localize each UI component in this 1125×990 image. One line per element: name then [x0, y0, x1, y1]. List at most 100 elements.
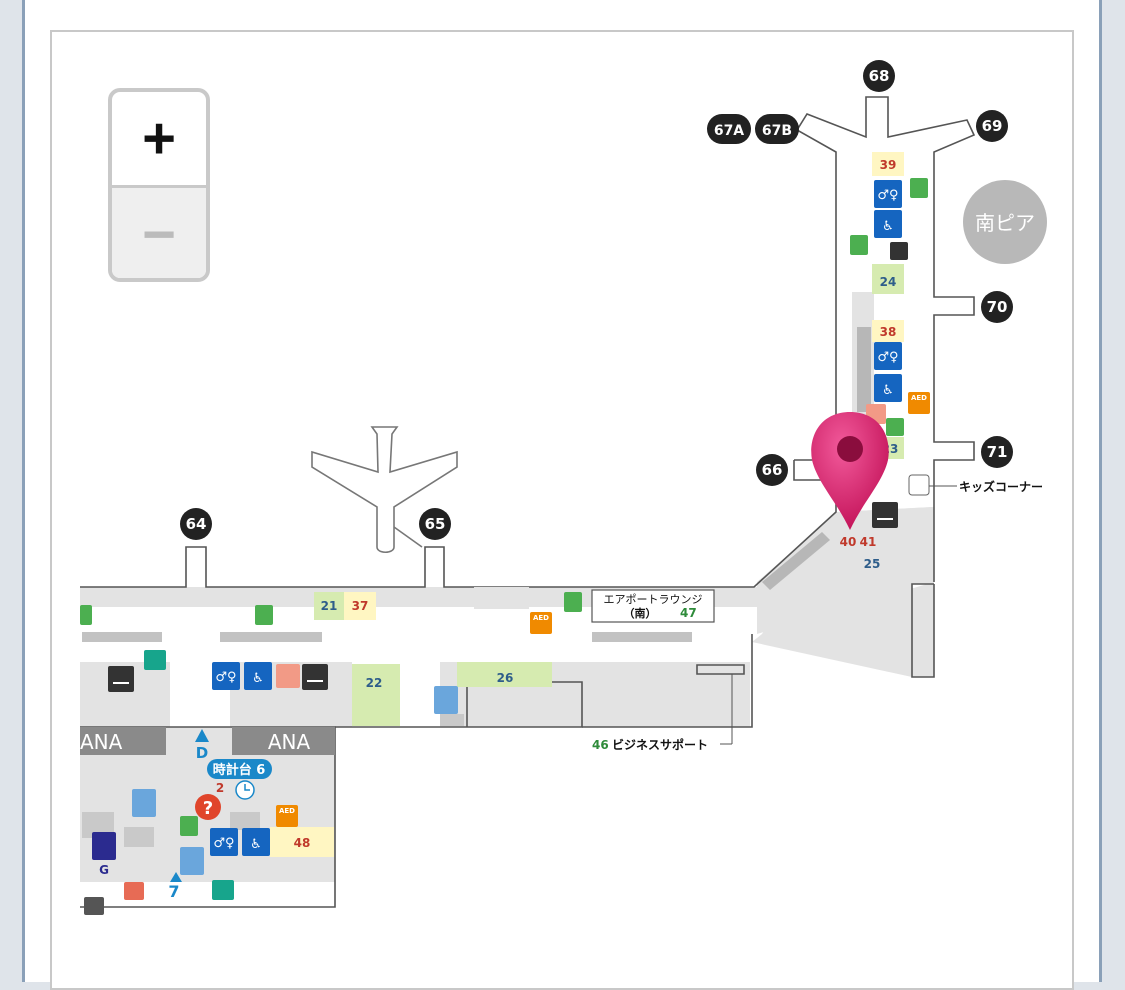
svg-text:♿: ♿: [882, 219, 894, 234]
terminal-outline: [80, 96, 976, 908]
exit-arrow-icon: [170, 872, 182, 882]
svg-text:68: 68: [869, 67, 890, 85]
svg-text:AED: AED: [911, 394, 927, 402]
lounge-box[interactable]: [591, 589, 715, 623]
wheelchair-icon: [874, 374, 902, 402]
wheelchair-icon: [242, 828, 270, 856]
svg-text:2: 2: [216, 781, 224, 795]
aed-icon: [530, 612, 552, 634]
restroom-icons: [210, 180, 902, 856]
coin-locker-icon: [92, 832, 116, 860]
svg-text:40: 40: [840, 535, 857, 549]
lounge-label-1: エアポートラウンジ: [604, 593, 703, 606]
map-svg: エアポートラウンジ （南） 47 64 65 66 67A 67B 68 69 …: [80, 60, 1047, 915]
gate-67b[interactable]: 67B: [755, 114, 799, 144]
svg-text:25: 25: [864, 557, 881, 571]
svg-text:39: 39: [880, 158, 897, 172]
svg-text:南ピア: 南ピア: [975, 211, 1035, 235]
smoking-icon: [872, 502, 898, 528]
exit-d-label: D: [196, 744, 208, 762]
gate-67a[interactable]: 67A: [707, 114, 751, 144]
gate-70[interactable]: 70: [981, 291, 1013, 323]
locker-icon: [144, 650, 166, 670]
info-icon[interactable]: [195, 794, 221, 820]
map-viewport[interactable]: エアポートラウンジ （南） 47 64 65 66 67A 67B 68 69 …: [50, 30, 1074, 990]
smoking-icon: [302, 664, 328, 690]
wheelchair-icon: [874, 210, 902, 238]
svg-text:26: 26: [497, 671, 514, 685]
svg-text:♿: ♿: [882, 383, 894, 398]
gate-68[interactable]: 68: [863, 60, 895, 92]
parking-icon: [84, 897, 104, 915]
svg-text:66: 66: [762, 461, 783, 479]
gate-69[interactable]: 69: [976, 110, 1008, 142]
locker-icon: [212, 880, 234, 900]
business-support-number: 46: [592, 738, 609, 752]
restroom-icon: [874, 342, 902, 370]
kids-corner-icon: [908, 474, 930, 496]
map-pin-icon[interactable]: [811, 412, 889, 530]
svg-text:♂♀: ♂♀: [215, 670, 236, 685]
smoking-icons: [108, 242, 908, 692]
aed-icon: [276, 805, 298, 827]
restroom-icon: [212, 662, 240, 690]
gate-64[interactable]: 64: [180, 508, 212, 540]
gate-badges[interactable]: 64 65 66 67A 67B 68 69 70 71: [180, 60, 1013, 540]
restroom-icon: [210, 828, 238, 856]
svg-text:37: 37: [352, 599, 369, 613]
phone-icons: [80, 178, 928, 836]
phone-icon: [180, 816, 198, 836]
gate-65[interactable]: 65: [419, 508, 451, 540]
svg-text:7: 7: [168, 882, 179, 901]
south-pier-badge: 南ピア: [963, 180, 1047, 264]
restroom-icon: [874, 180, 902, 208]
phone-icon: [564, 592, 582, 612]
clock-tower-badge[interactable]: [207, 759, 272, 779]
ana-block-left: [80, 727, 166, 755]
gate-66[interactable]: 66: [756, 454, 788, 486]
aed-icon: [908, 392, 930, 414]
phone-icon: [80, 605, 92, 625]
svg-text:70: 70: [987, 298, 1008, 316]
g-label: G: [99, 863, 109, 877]
mail-icon: [124, 882, 144, 900]
phone-icon: [255, 605, 273, 625]
svg-text:♂♀: ♂♀: [877, 350, 898, 365]
phone-icon: [886, 418, 904, 436]
ana-left-label: ANA: [80, 730, 123, 754]
clock-tower-label: 時計台 6: [213, 762, 266, 778]
lounge-label-2: （南）: [624, 606, 657, 620]
svg-text:71: 71: [987, 443, 1008, 461]
svg-text:41: 41: [860, 535, 877, 549]
zoom-control: + −: [108, 88, 210, 282]
svg-text:24: 24: [880, 275, 897, 289]
gate-71[interactable]: 71: [981, 436, 1013, 468]
smoking-icon: [890, 242, 908, 260]
svg-text:♿: ♿: [250, 837, 262, 852]
business-support-label: ビジネスサポート: [612, 737, 708, 752]
svg-text:♿: ♿: [252, 671, 264, 686]
facility-boxes: [270, 152, 904, 857]
aed-icons: [276, 392, 930, 827]
ana-right-label: ANA: [268, 730, 311, 754]
elevator-icon: [180, 847, 204, 875]
svg-text:22: 22: [366, 676, 383, 690]
ana-block-right: [232, 727, 335, 755]
kids-corner-label: キッズコーナー: [959, 479, 1043, 494]
svg-text:?: ?: [203, 798, 213, 819]
exit-arrow-icon: [195, 729, 209, 742]
walkway-hatch: [82, 327, 871, 847]
svg-text:48: 48: [294, 836, 311, 850]
elevator-icon: [132, 789, 156, 817]
elevator-icon: [434, 686, 458, 714]
lounge-number: 47: [680, 606, 697, 620]
svg-text:♂♀: ♂♀: [213, 836, 234, 851]
wheelchair-icon: [244, 662, 272, 690]
phone-icon: [910, 178, 928, 198]
svg-text:AED: AED: [279, 807, 295, 815]
zoom-in-button[interactable]: +: [112, 92, 206, 188]
locker-icons: [144, 650, 234, 900]
svg-text:65: 65: [425, 515, 446, 533]
svg-text:AED: AED: [533, 614, 549, 622]
zoom-out-button[interactable]: −: [112, 188, 206, 278]
